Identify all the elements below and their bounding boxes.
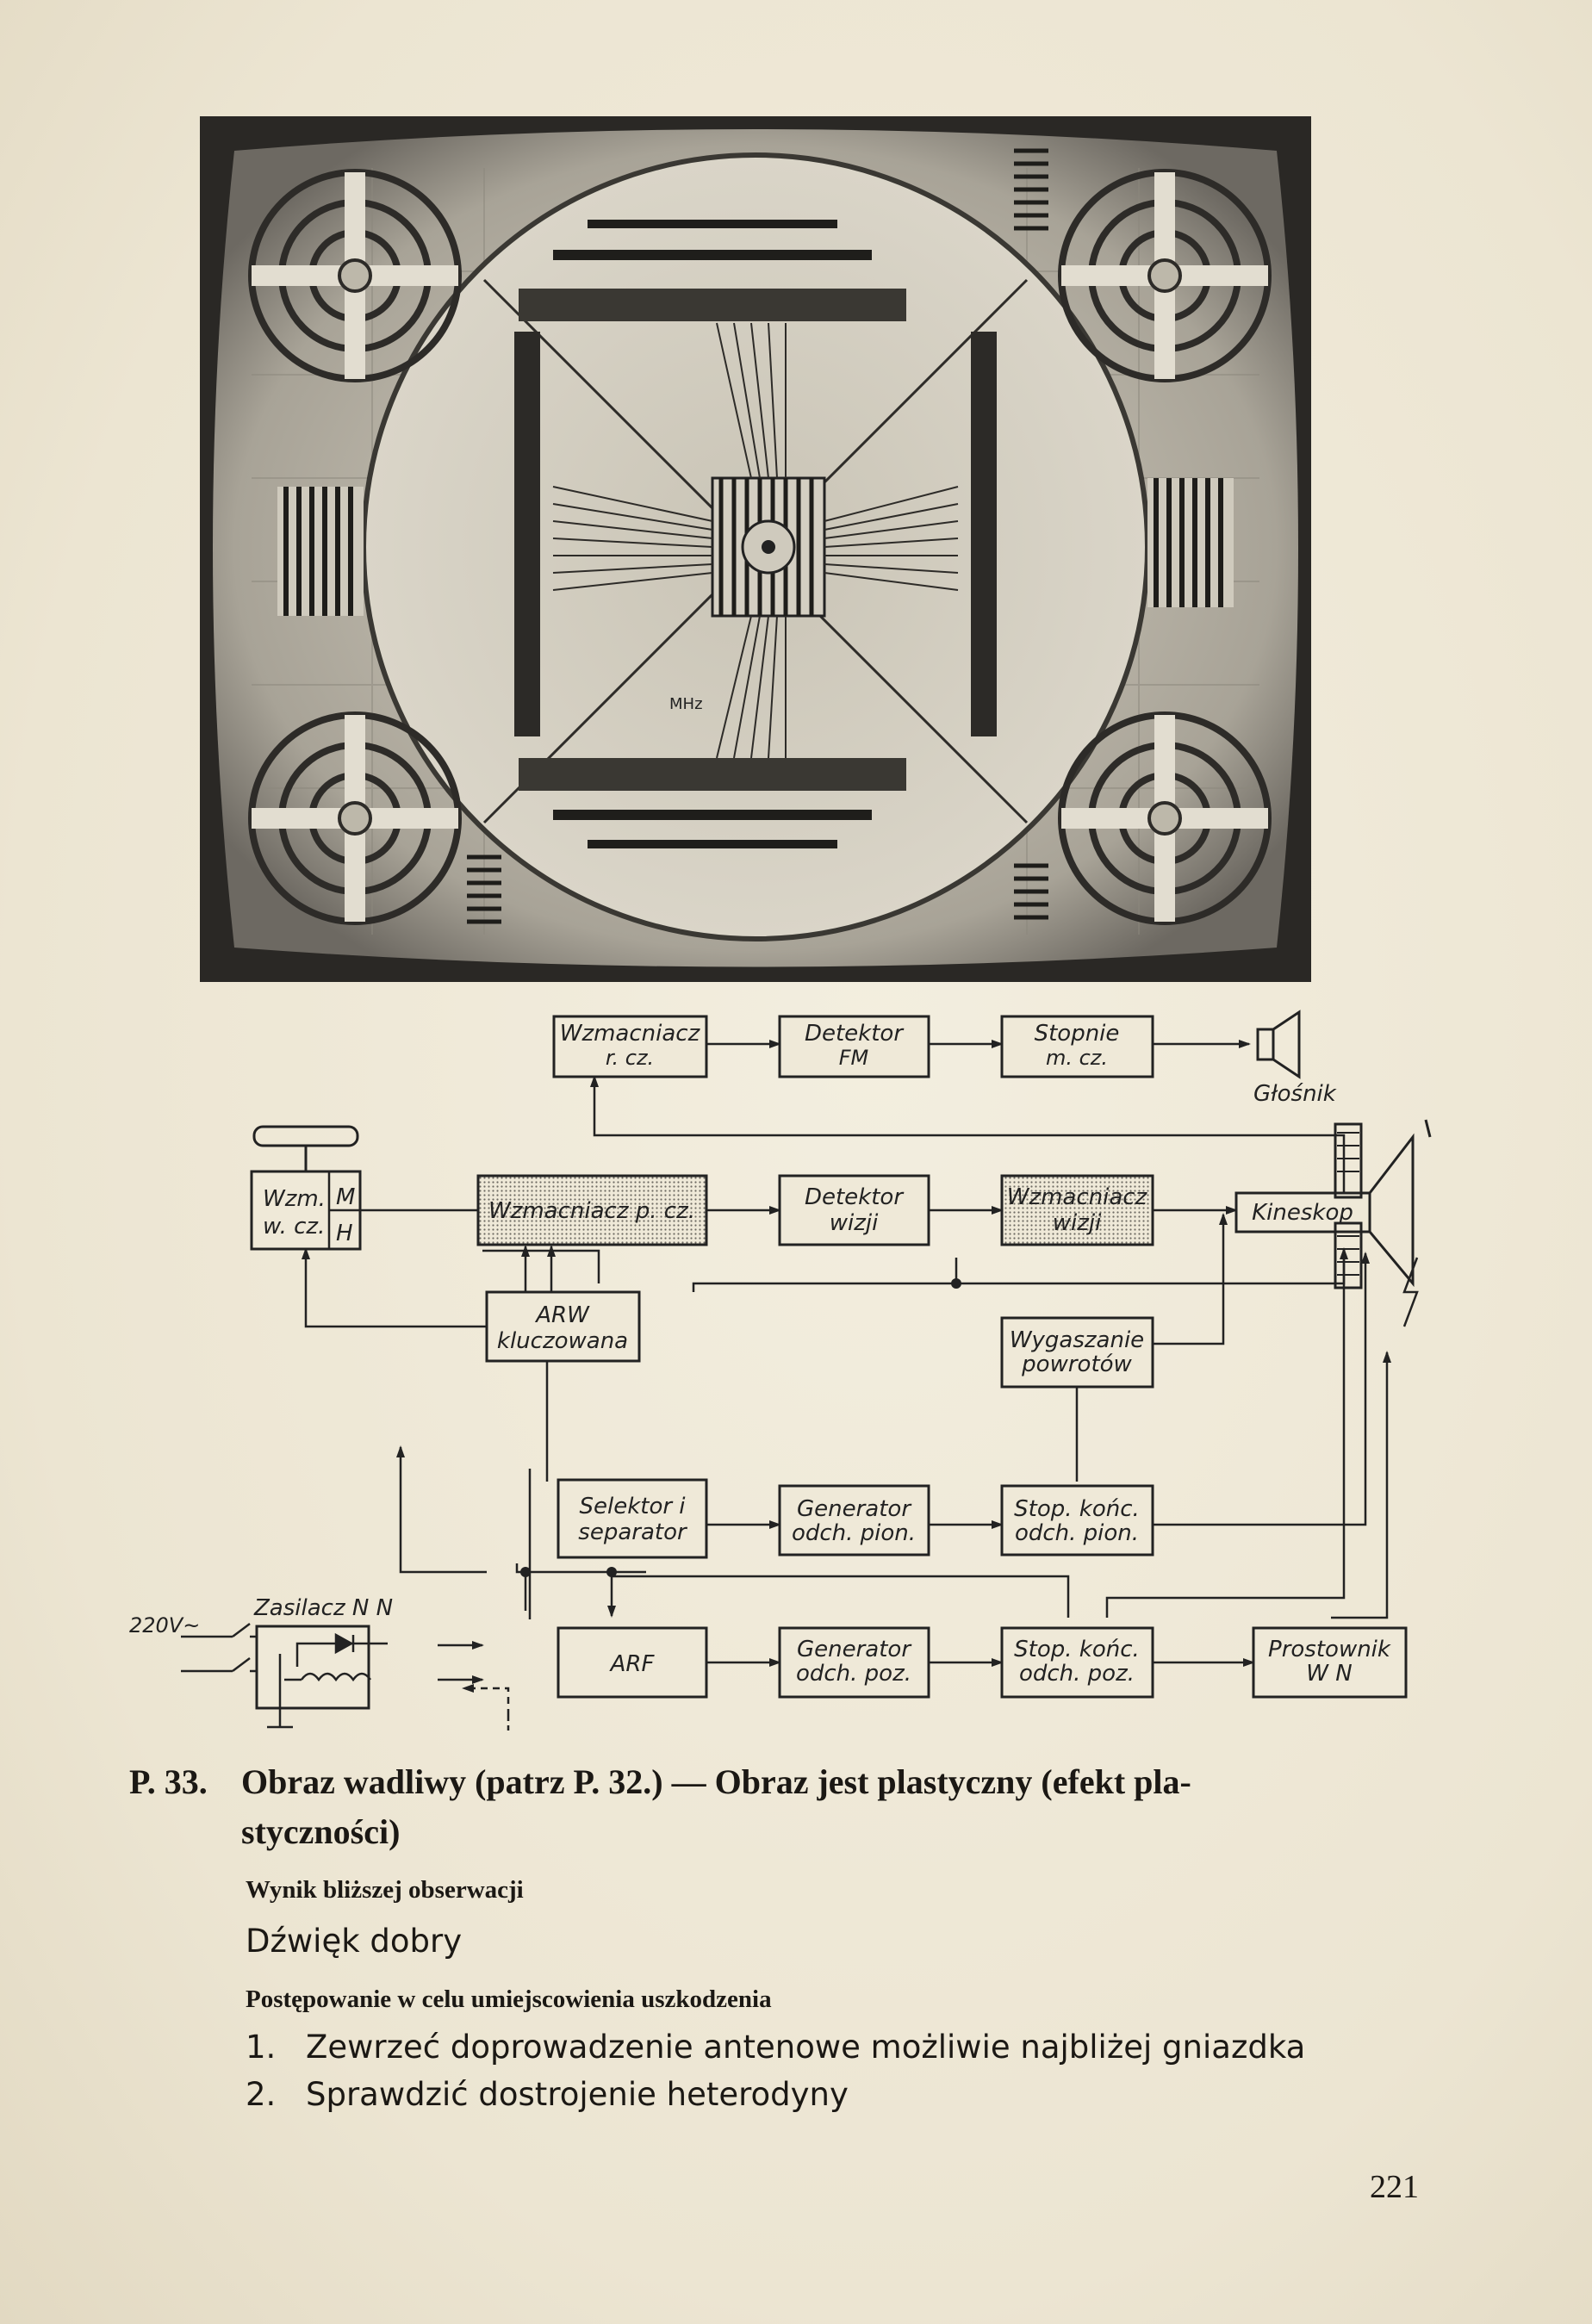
block-h: H — [336, 1221, 353, 1246]
caption-line-2: styczności) — [241, 1812, 401, 1851]
observation-heading: Wynik bliższej obserwacji — [246, 1876, 524, 1904]
block-wzm-wizji-l2: wizji — [1053, 1210, 1102, 1236]
observation-text: Dźwięk dobry — [246, 1923, 463, 1960]
procedure-item: 2. Sprawdzić dostrojenie heterodyny — [246, 2076, 849, 2113]
block-wygaszanie-l2: powrotów — [1021, 1352, 1132, 1377]
tv-block-diagram: Wzmacniacz r. cz. Detektor FM Stopnie m.… — [129, 999, 1447, 1757]
procedure-item-index: 1. — [246, 2029, 277, 2066]
block-det-wizji-l2: wizji — [830, 1210, 879, 1236]
caption-line-1: P. 33. Obraz wadliwy (patrz P. 32.) — Obr… — [129, 1757, 1421, 1807]
block-stopnie-l2: m. cz. — [1046, 1046, 1108, 1070]
block-stopnie-l1: Stopnie — [1035, 1021, 1120, 1047]
block-wzm-rcz-l2: r. cz. — [606, 1046, 654, 1070]
procedure-heading: Postępowanie w celu umiejscowienia uszko… — [246, 1985, 772, 2013]
block-wzm-pcz: Wzmacniacz p. cz. — [488, 1198, 695, 1224]
caption-text-1: Obraz wadliwy (patrz P. 32.) — Obraz jes… — [241, 1762, 1191, 1801]
block-arw-l2: kluczowana — [497, 1328, 628, 1354]
block-kineskop: Kineskop — [1252, 1200, 1353, 1226]
block-m: M — [336, 1184, 355, 1210]
caption-number: P. 33. — [129, 1762, 208, 1801]
procedure-item: 1. Zewrzeć doprowadzenie antenowe możliwi… — [246, 2029, 1305, 2066]
block-det-fm-l2: FM — [839, 1046, 869, 1070]
block-gen-pion-l1: Generator — [797, 1496, 912, 1522]
figure-caption: P. 33. Obraz wadliwy (patrz P. 32.) — Obr… — [129, 1757, 1421, 1857]
block-wzm-wcz-l1: Wzm. — [263, 1186, 326, 1212]
block-det-wizji-l1: Detektor — [805, 1184, 905, 1210]
test-pattern-photo: MHz — [200, 116, 1311, 982]
procedure-item-text: Zewrzeć doprowadzenie antenowe możliwie … — [306, 2029, 1306, 2066]
block-stop-pion-l1: Stop. końc. — [1014, 1496, 1140, 1522]
label-220v: 220V~ — [129, 1613, 200, 1637]
label-zasilacz: Zasilacz N N — [253, 1595, 393, 1621]
block-arf: ARF — [609, 1651, 656, 1677]
block-selektor-l2: separator — [578, 1519, 688, 1545]
block-wygaszanie-l1: Wygaszanie — [1010, 1327, 1144, 1353]
procedure-item-text: Sprawdzić dostrojenie heterodyny — [306, 2076, 849, 2113]
block-arw-l1: ARW — [534, 1302, 590, 1328]
block-stop-poz-l1: Stop. końc. — [1014, 1637, 1140, 1662]
block-wzm-wcz-l2: w. cz. — [263, 1214, 325, 1240]
block-prostownik-l2: W N — [1306, 1661, 1352, 1687]
procedure-item-index: 2. — [246, 2076, 277, 2113]
block-selektor-l1: Selektor i — [579, 1494, 686, 1519]
block-gen-poz-l1: Generator — [797, 1637, 912, 1662]
block-det-fm-l1: Detektor — [805, 1021, 905, 1047]
block-wzm-rcz-l1: Wzmacniacz — [560, 1021, 701, 1047]
block-prostownik-l1: Prostownik — [1268, 1637, 1391, 1662]
block-stop-poz-l2: odch. poz. — [1019, 1661, 1135, 1687]
block-gen-poz-l2: odch. poz. — [796, 1661, 911, 1687]
label-glosnik: Głośnik — [1253, 1081, 1337, 1107]
block-wzm-wizji-l1: Wzmacniacz — [1007, 1184, 1148, 1210]
page-number: 221 — [1370, 2169, 1419, 2205]
block-gen-pion-l2: odch. pion. — [792, 1520, 916, 1546]
svg-text:MHz: MHz — [669, 695, 703, 713]
block-stop-pion-l2: odch. pion. — [1015, 1520, 1139, 1546]
